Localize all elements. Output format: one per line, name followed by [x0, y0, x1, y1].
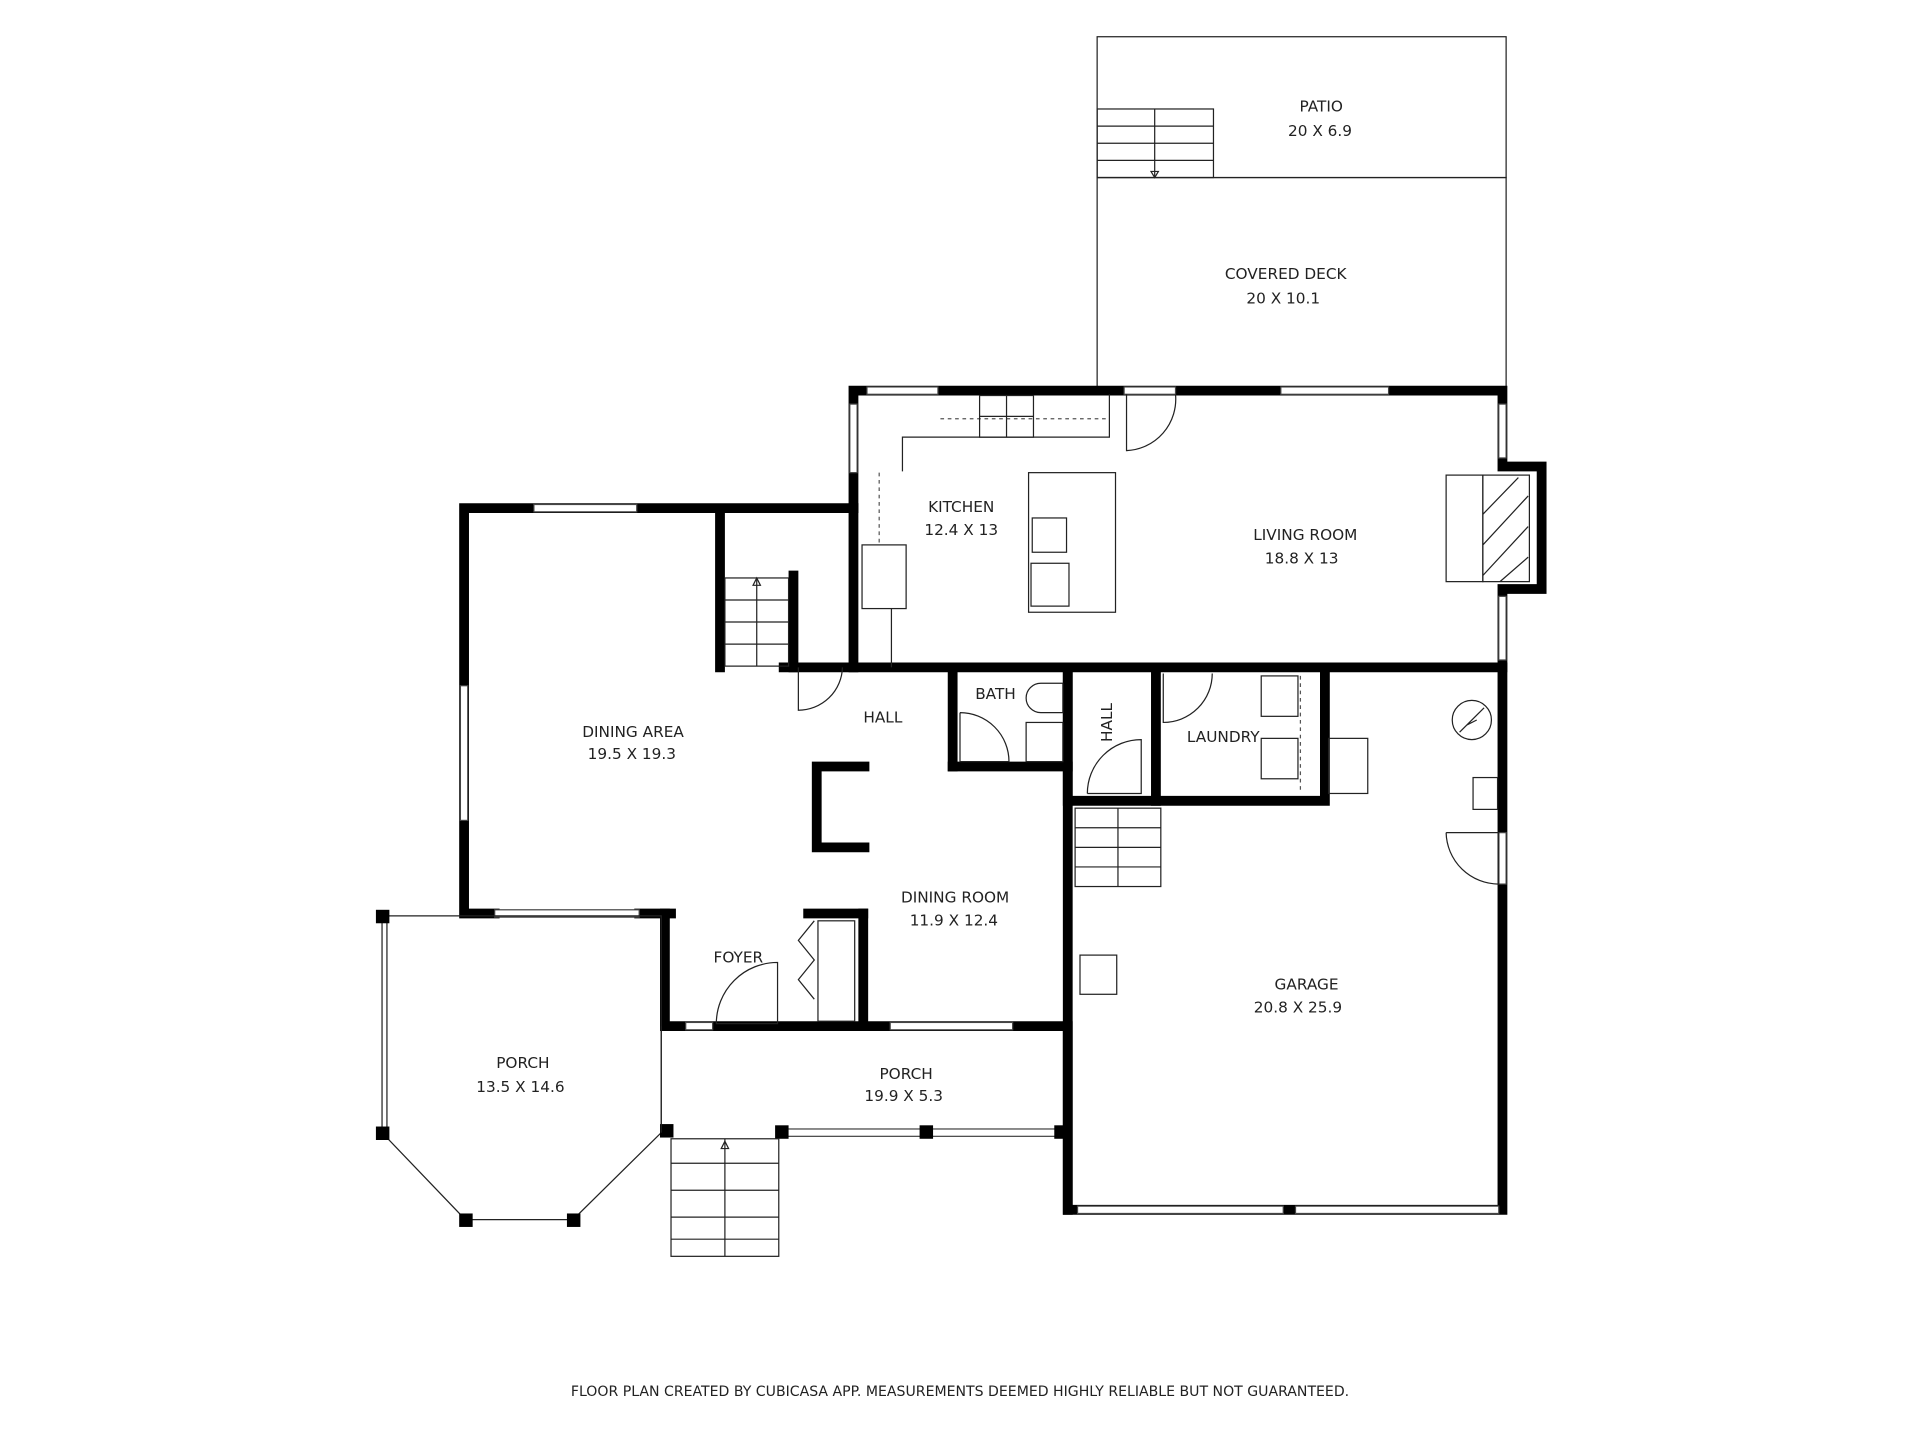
south-porch [660, 1026, 1068, 1257]
room-name-hall: HALL [863, 708, 902, 726]
patio-stairs [1096, 108, 1215, 179]
room-name-bath: BATH [975, 685, 1016, 703]
room-size-living-room: 18.8 X 13 [1265, 549, 1339, 567]
bath-sink-icon [1025, 721, 1064, 763]
room-name-porch-west: PORCH [496, 1054, 549, 1072]
fireplace-icon [1482, 474, 1530, 583]
disclaimer-footer: FLOOR PLAN CREATED BY CUBICASA APP. MEAS… [571, 1384, 1349, 1400]
room-size-porch-west: 13.5 X 14.6 [476, 1078, 564, 1096]
sink-icon [1031, 517, 1068, 553]
toilet-icon [1025, 682, 1064, 714]
room-name-dining-room: DINING ROOM [901, 888, 1009, 906]
room-size-porch-south: 19.9 X 5.3 [864, 1087, 943, 1105]
interior-stairs [724, 576, 1162, 888]
room-name-porch-south: PORCH [879, 1065, 932, 1083]
room-size-dining-room: 11.9 X 12.4 [910, 912, 998, 930]
room-size-dining-area: 19.5 X 19.3 [588, 745, 676, 763]
room-name-covered-deck: COVERED DECK [1225, 265, 1348, 283]
front-stairs [670, 1138, 780, 1257]
room-name-hall-2: HALL [1098, 702, 1116, 741]
kitchen-island [1027, 472, 1117, 613]
windows [459, 386, 1507, 1215]
exterior-walls [459, 385, 1547, 1215]
room-name-foyer: FOYER [714, 948, 764, 966]
room-size-garage: 20.8 X 25.9 [1254, 999, 1342, 1017]
room-name-garage: GARAGE [1275, 975, 1339, 993]
refrigerator-icon [861, 544, 907, 610]
water-heater-icon [1451, 699, 1493, 741]
west-porch [375, 909, 674, 1227]
room-name-kitchen: KITCHEN [928, 498, 994, 516]
dryer-icon [1260, 737, 1299, 780]
kitchen-fixtures [861, 394, 1530, 668]
room-size-patio: 20 X 6.9 [1288, 122, 1352, 140]
room-name-dining-area: DINING AREA [582, 723, 684, 741]
room-name-laundry: LAUNDRY [1187, 728, 1260, 746]
doors [715, 667, 1500, 1025]
room-name-living-room: LIVING ROOM [1253, 526, 1357, 544]
room-name-patio: PATIO [1300, 97, 1343, 115]
door-swing [1125, 394, 1177, 452]
washer-icon [1260, 675, 1299, 717]
room-size-kitchen: 12.4 X 13 [924, 521, 998, 539]
room-size-covered-deck: 20 X 10.1 [1246, 290, 1320, 308]
bath-fixtures [1025, 682, 1064, 763]
laundry-fixtures [1079, 675, 1499, 995]
covered-deck-area [1096, 176, 1507, 392]
